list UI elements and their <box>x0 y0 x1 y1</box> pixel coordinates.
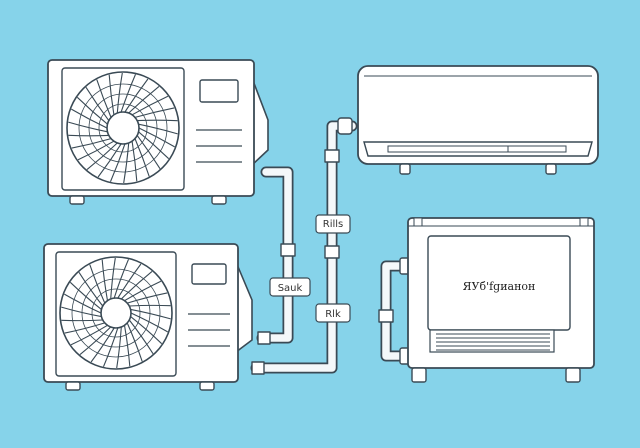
vent-grille <box>436 333 550 351</box>
fan-blade <box>71 138 112 149</box>
fan-blade <box>124 280 162 302</box>
fan-blade <box>130 316 163 345</box>
fan-blade <box>70 324 108 346</box>
fan-blade <box>101 259 109 301</box>
fan-blade <box>134 107 175 118</box>
indoor-cabinet-unit: ЯУб'fgиaнон <box>407 217 595 383</box>
fan-blade <box>136 135 161 169</box>
indoor-wall-unit <box>357 65 599 175</box>
fan-blade <box>64 322 105 334</box>
fan-blade <box>113 259 130 299</box>
fan-blade <box>123 142 130 184</box>
pipe-label-upper: Rills <box>315 214 351 234</box>
outdoor-unit-top <box>47 59 269 205</box>
fan-blade <box>89 264 106 304</box>
fan-blade <box>134 138 150 177</box>
svg-text:Rlk: Rlk <box>325 309 341 320</box>
fan-blade <box>128 85 160 114</box>
cabinet-panel-text: ЯУб'fgиaнон <box>463 280 536 293</box>
fan-blade <box>116 326 122 369</box>
fan-blade <box>109 143 126 182</box>
fan-ring <box>81 278 151 348</box>
fan-blade <box>124 78 149 113</box>
fan-blade <box>86 142 118 171</box>
pipe-label-lower: Rlk <box>315 303 351 323</box>
fan-blade <box>129 304 171 307</box>
fan-blade <box>130 308 171 320</box>
fan-blade <box>131 95 169 116</box>
fan-grille-icon <box>66 71 180 185</box>
fan-ring <box>78 83 168 173</box>
fan-ring <box>88 93 158 163</box>
fan-ring <box>91 288 141 338</box>
fan-blade <box>90 327 115 363</box>
pipe-label-left: Sauk <box>269 277 311 297</box>
fan-ring <box>98 103 148 153</box>
fan-blade <box>110 257 116 300</box>
fan-blade <box>61 319 103 322</box>
fan-blade <box>117 263 142 299</box>
fan-blade <box>78 272 104 307</box>
fan-blade <box>123 325 131 367</box>
fan-blade <box>128 319 154 354</box>
fan-blade <box>68 121 108 133</box>
svg-text:Sauk: Sauk <box>278 283 303 294</box>
fan-blade <box>85 87 110 121</box>
fan-grille-icon <box>59 256 173 370</box>
fan-ring <box>71 268 161 358</box>
fan-blade <box>138 123 178 135</box>
fan-blade <box>64 293 102 314</box>
fan-blade <box>71 108 108 129</box>
fan-blade <box>61 306 102 318</box>
fan-blade <box>79 326 112 356</box>
fan-blade <box>116 72 123 114</box>
fan-blade <box>102 327 119 367</box>
fan-blade <box>120 74 137 113</box>
fan-blade <box>69 281 102 310</box>
fan-blade <box>138 127 175 148</box>
fan-blade <box>76 96 108 125</box>
fan-blade <box>138 131 170 160</box>
fan-blade <box>97 143 122 178</box>
fan-blade <box>130 312 168 333</box>
fan-blade <box>108 74 115 115</box>
fan-blade <box>96 79 112 118</box>
svg-text:Rills: Rills <box>323 219 344 230</box>
fan-blade <box>126 322 143 362</box>
refrigerant-pipes <box>250 117 414 375</box>
fan-blade <box>77 140 115 161</box>
fan-blade <box>131 141 138 182</box>
fan-blade <box>127 292 168 304</box>
outdoor-unit-bottom <box>43 243 253 391</box>
fan-blade <box>120 270 153 300</box>
